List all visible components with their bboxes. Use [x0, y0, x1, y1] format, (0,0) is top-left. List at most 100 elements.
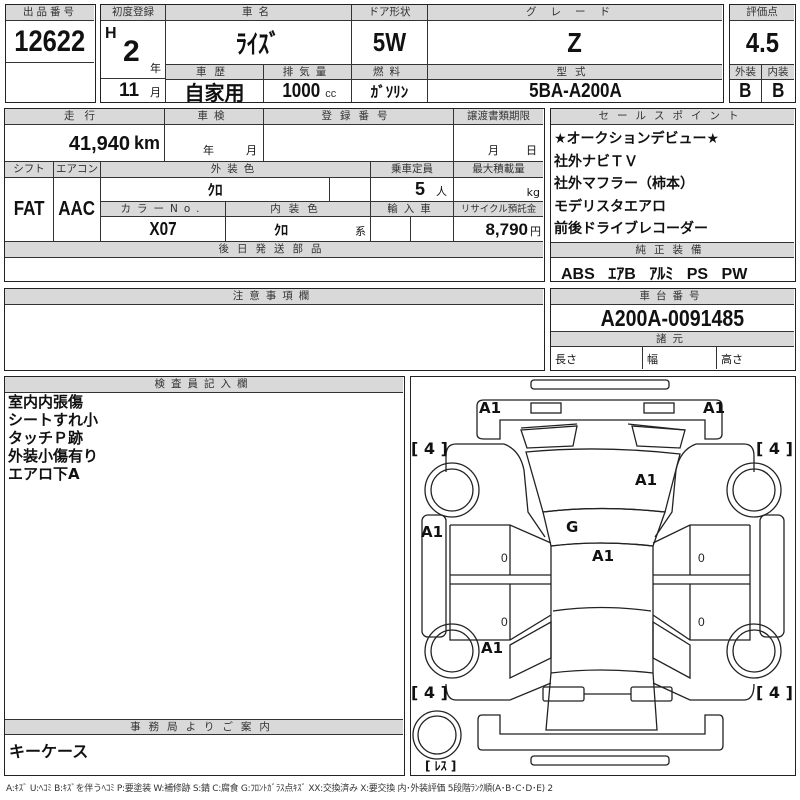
mark-front-bumper-right: A1	[703, 399, 726, 417]
lot-number: 12622	[6, 21, 94, 63]
door-zero: 0	[698, 551, 705, 565]
import-label: 輸入車	[371, 202, 454, 217]
inspector-box: 検査員記入欄 室内内張傷 シートすれ小 タッチＰ跡 外装小傷有り エアロ下A 事…	[4, 376, 405, 776]
sales-point-item: ★オークションデビュー★	[554, 131, 720, 147]
interior-color-label: 内装色	[226, 202, 371, 217]
equipment-item: ｴｱB	[608, 266, 636, 283]
spec-height: 高さ	[721, 353, 743, 366]
equipment-item: ｱﾙﾐ	[649, 266, 674, 283]
mark-left-fender: A1	[421, 523, 444, 541]
transfer-deadline: 月 日	[454, 125, 543, 162]
registration-number	[264, 125, 454, 162]
transfer-deadline-label: 譲渡書類期限	[454, 109, 543, 125]
history: 自家用	[166, 80, 264, 102]
tire-front-right: [ 4 ]	[756, 439, 793, 458]
inspector-item: シートすれ小	[8, 411, 99, 429]
lot-box: 出品番号 12622	[5, 4, 96, 103]
car-diagram	[411, 378, 785, 766]
equipment-item: PS	[686, 266, 709, 283]
first-registration-year: H 2 年	[101, 21, 166, 79]
month-unit: 月	[150, 86, 161, 99]
chassis-box: 車台番号 A200A-0091485 諸元 長さ 幅 高さ	[550, 288, 796, 371]
mark-left-rear-quarter: A1	[481, 639, 504, 657]
displacement-label: 排気量	[264, 65, 352, 80]
equipment-label: 純正装備	[551, 242, 794, 258]
notes-box: 注意事項欄	[4, 288, 545, 371]
inspection-label: 車検	[165, 109, 264, 125]
month-value: 11	[119, 80, 140, 101]
inspector-list: 室内内張傷 シートすれ小 タッチＰ跡 外装小傷有り エアロ下A	[5, 393, 98, 483]
office-content: キーケース	[9, 742, 89, 761]
exterior-color: ｸﾛ	[101, 178, 330, 202]
capacity-label: 乗車定員	[371, 162, 454, 178]
sales-point-item: モデリスタエアロ	[554, 198, 666, 215]
inspector-item: 室内内張傷	[8, 393, 84, 411]
sales-point-item: 前後ドライブレコーダー	[554, 221, 708, 237]
vehicle-header-box: 初度登録 H 2 年 11 月 車名 ﾗｲｽﾞ ドア形状 5W グレード Z 車…	[100, 4, 724, 103]
model-label: 型式	[428, 65, 722, 80]
fuel-label: 燃料	[352, 65, 428, 80]
inspector-item: エアロ下A	[8, 465, 80, 483]
recycle-fee-label: リサイクル預託金	[454, 202, 543, 217]
inspector-label: 検査員記入欄	[5, 377, 403, 393]
notes-label: 注意事項欄	[5, 289, 543, 305]
era: H	[105, 25, 117, 42]
interior-color: ｸﾛ 系	[226, 217, 371, 242]
exterior-grade-label: 外装	[730, 65, 762, 80]
sales-point-item: 社外マフラー（柿本）	[554, 176, 694, 192]
mark-windshield: G	[566, 518, 579, 536]
color-no: X07	[101, 217, 226, 242]
first-registration-month: 11 月	[101, 79, 166, 102]
door-zero: 0	[698, 615, 705, 629]
door-type: 5W	[352, 21, 428, 65]
tire-rear-left: [ 4 ]	[411, 683, 448, 702]
interior-grade: B	[771, 80, 785, 102]
spec-width: 幅	[643, 347, 717, 369]
chassis-number: A200A-0091485	[551, 305, 794, 332]
tire-front-left: [ 4 ]	[411, 439, 448, 458]
mileage: 41,940 km	[5, 125, 165, 162]
max-load: kg	[454, 178, 543, 202]
year-value: 2	[123, 35, 140, 68]
equipment-item: ABS	[561, 266, 595, 283]
score-label: 評価点	[730, 5, 794, 21]
exterior-grade: B	[730, 80, 762, 102]
capacity: 5 人	[371, 178, 454, 202]
score-box: 評価点 4.5 外装 内装 B B	[729, 4, 796, 103]
mileage-label: 走行	[5, 109, 165, 125]
lot-blank	[6, 63, 94, 101]
chassis-label: 車台番号	[551, 289, 794, 305]
year-unit: 年	[150, 62, 161, 75]
car-name: ﾗｲｽﾞ	[166, 21, 352, 65]
inspection-date: 年 月	[165, 125, 264, 162]
interior-grade-label: 内装	[762, 65, 794, 80]
notes-content	[5, 305, 543, 369]
equipment-list: ABS ｴｱB ｱﾙﾐ PS PW	[561, 260, 747, 284]
mark-roof: A1	[592, 547, 615, 565]
model: 5BA-A200A	[528, 80, 622, 102]
car-name-label: 車名	[166, 5, 352, 21]
detail-box: 走行 車検 登録番号 譲渡書類期限 41,940 km 年 月 月 日 シフト …	[4, 108, 545, 282]
score: 4.5	[730, 21, 794, 65]
inspector-item: タッチＰ跡	[8, 429, 84, 447]
grade: Z	[428, 21, 722, 65]
displacement: 1000 cc	[264, 80, 352, 102]
exterior-color-label: 外装色	[101, 162, 371, 178]
aircon: AAC	[54, 178, 101, 242]
tire-rear-right: [ 4 ]	[756, 683, 793, 702]
shift-label: シフト	[5, 162, 54, 178]
import-1	[371, 217, 411, 242]
inspector-item: 外装小傷有り	[8, 447, 99, 465]
sales-points-label: セールスポイント	[551, 109, 794, 125]
office-label: 事務局よりご案内	[5, 719, 403, 735]
spec-length: 長さ	[551, 347, 643, 369]
mark-front-bumper-left: A1	[479, 399, 502, 417]
tire-spare: [ ﾚｽ ]	[425, 759, 457, 773]
fuel: ｶﾞｿﾘﾝ	[352, 80, 428, 102]
registration-label: 登録番号	[264, 109, 454, 125]
sales-points-box: セールスポイント ★オークションデビュー★ 社外ナビＴＶ 社外マフラー（柿本） …	[550, 108, 796, 284]
grade-label: グレード	[428, 5, 722, 21]
history-label: 車歴	[166, 65, 264, 80]
door-label: ドア形状	[352, 5, 428, 21]
color-no-label: カラーNo.	[101, 202, 226, 217]
